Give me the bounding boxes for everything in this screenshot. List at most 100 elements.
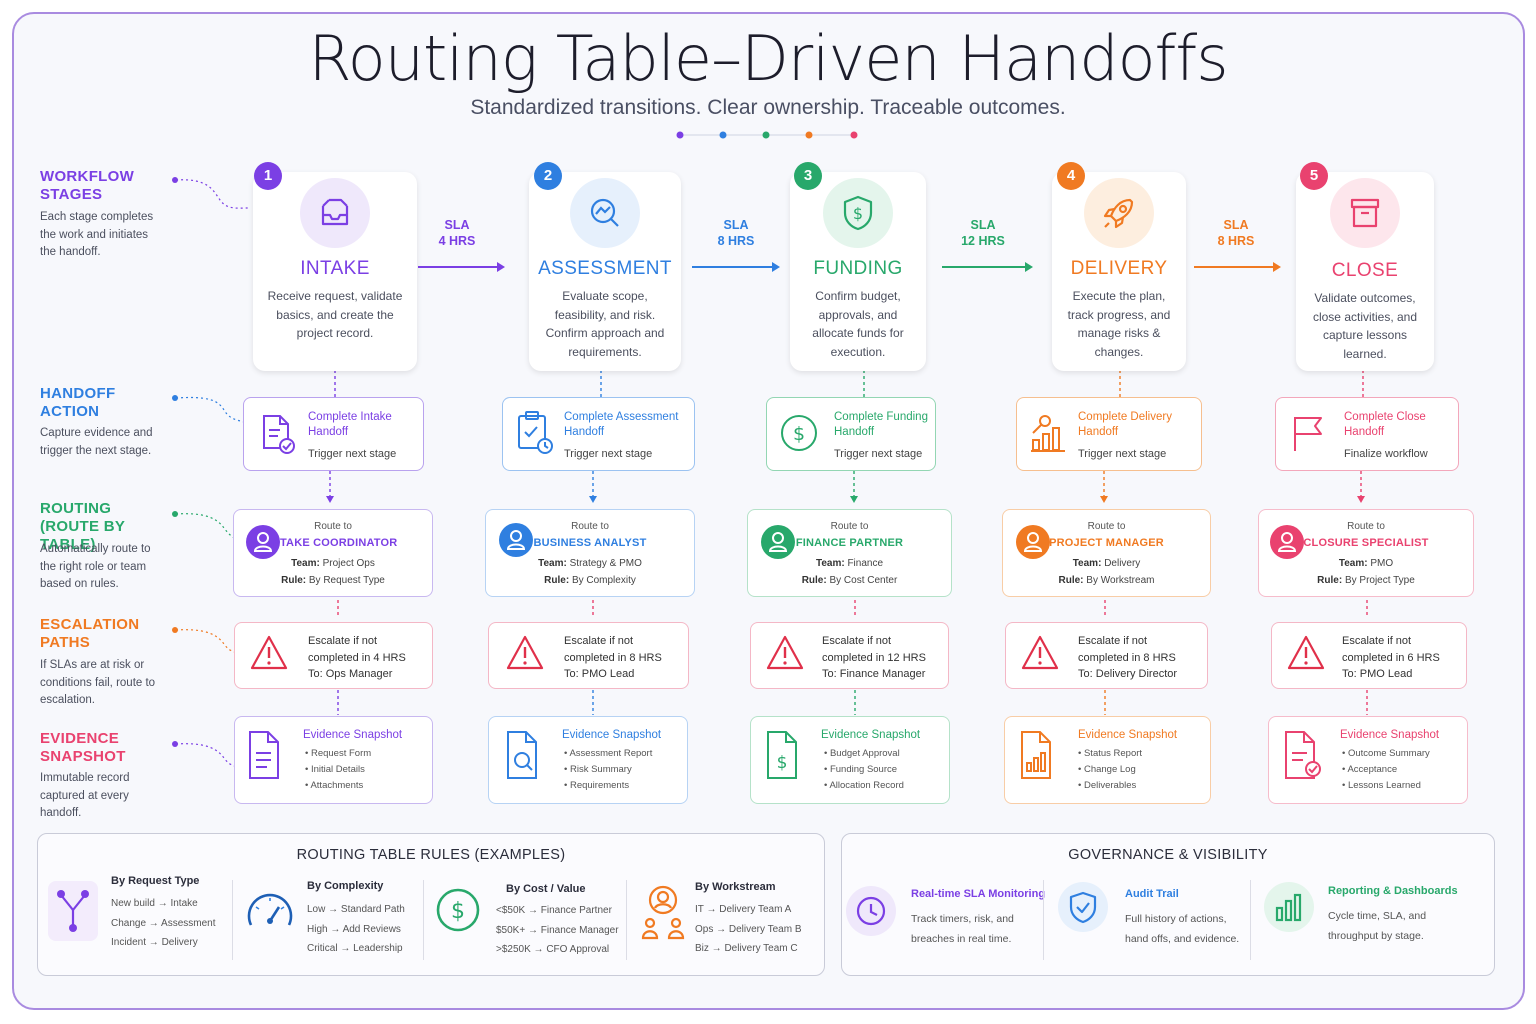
stage-card-funding[interactable]: $ FUNDING Confirm budget, approvals, and…: [790, 172, 926, 371]
progress-dots: [676, 131, 858, 139]
evidence-box-intake[interactable]: Evidence Snapshot • Request Form • Initi…: [234, 716, 433, 804]
document-dollar-icon: $: [767, 731, 797, 779]
flag-icon: [1294, 417, 1322, 451]
route-label: Route to: [314, 521, 352, 532]
stage-card-delivery[interactable]: DELIVERY Execute the plan, track progres…: [1052, 172, 1186, 371]
handoff-subtitle: Trigger next stage: [834, 448, 923, 460]
handoff-box-intake[interactable]: Complete Intake Handoff Trigger next sta…: [243, 397, 424, 471]
route-role: INTAKE COORDINATOR: [268, 537, 398, 549]
stage-description: Confirm budget, approvals, and allocate …: [812, 289, 904, 359]
escalation-target: To: Ops Manager: [308, 668, 393, 680]
evidence-box-delivery[interactable]: Evidence Snapshot • Status Report • Chan…: [1004, 716, 1211, 804]
handoff-box-delivery[interactable]: Complete Delivery Handoff Trigger next s…: [1016, 397, 1202, 471]
panel-title: GOVERNANCE & VISIBILITY: [1068, 847, 1268, 863]
escalation-target: To: PMO Lead: [564, 668, 635, 680]
stage-flow-arrows: [418, 262, 1281, 272]
governance-panel: GOVERNANCE & VISIBILITY: [841, 833, 1495, 976]
label-workflow-stages-text: Each stage completes the work and initia…: [40, 211, 154, 258]
person-icon: [1016, 525, 1050, 559]
team-icon: [641, 885, 685, 940]
escalation-box-intake[interactable]: Escalate if not completed in 4 HRS To: O…: [234, 622, 433, 689]
evidence-box-assessment[interactable]: Evidence Snapshot • Assessment Report • …: [488, 716, 688, 804]
page-title: Routing Table–Driven Handoffs: [308, 22, 1228, 95]
route-team: Team: Finance: [815, 558, 884, 569]
warning-icon: [1021, 635, 1059, 670]
governance-heading: Audit Trail: [1125, 888, 1179, 900]
route-box-assessment[interactable]: Route to BUSINESS ANALYST Team: Strategy…: [485, 509, 695, 597]
handoff-subtitle: Trigger next stage: [564, 448, 653, 460]
evidence-item: • Funding Source: [824, 764, 898, 775]
rule-heading: By Request Type: [111, 875, 200, 887]
route-team: Team: Delivery: [1072, 558, 1141, 569]
rocket-icon: [1084, 178, 1154, 248]
escalation-text: Escalate if not completed in 12 HRS: [822, 635, 926, 664]
gauge-icon: [247, 893, 293, 926]
dollar-circle-icon: $: [781, 415, 817, 451]
rule-heading: By Workstream: [695, 881, 776, 893]
chart-growth-icon: [1031, 415, 1065, 452]
route-team: Team: Strategy & PMO: [538, 558, 642, 569]
escalation-box-assessment[interactable]: Escalate if not completed in 8 HRS To: P…: [488, 622, 689, 689]
label-workflow-stages: WORKFLOW STAGES: [40, 168, 135, 203]
escalation-box-close[interactable]: Escalate if not completed in 6 HRS To: P…: [1271, 622, 1467, 689]
escalation-text: Escalate if not completed in 4 HRS: [308, 635, 406, 664]
rule-heading: By Complexity: [307, 880, 384, 892]
divider: [626, 880, 627, 960]
svg-text:$: $: [793, 423, 805, 445]
evidence-title: Evidence Snapshot: [1078, 729, 1178, 741]
route-label: Route to: [571, 521, 609, 532]
handoff-title: Complete Delivery Handoff: [1078, 411, 1172, 438]
person-icon: [499, 523, 533, 557]
evidence-box-funding[interactable]: $ Evidence Snapshot • Budget Approval • …: [750, 716, 950, 804]
warning-icon: [250, 635, 288, 670]
route-rule: Rule: By Workstream: [1058, 575, 1155, 586]
escalation-box-funding[interactable]: Escalate if not completed in 12 HRS To: …: [750, 622, 949, 689]
warning-icon: [506, 635, 544, 670]
document-check-icon: [263, 415, 295, 454]
document-chart-icon: [1021, 731, 1051, 779]
escalation-box-delivery[interactable]: Escalate if not completed in 8 HRS To: D…: [1005, 622, 1208, 689]
label-evidence-text: Immutable record captured at every hando…: [40, 772, 130, 819]
evidence-item: • Initial Details: [305, 764, 365, 775]
label-handoff-action-text: Capture evidence and trigger the next st…: [40, 427, 153, 457]
evidence-item: • Risk Summary: [564, 764, 632, 775]
route-team: Team: Project Ops: [291, 558, 375, 569]
stage-card-close[interactable]: CLOSE Validate outcomes, close activitie…: [1296, 172, 1434, 371]
route-box-funding[interactable]: Route to FINANCE PARTNER Team: Finance R…: [747, 509, 952, 597]
stage-number-badge: 3: [794, 162, 822, 190]
route-rule: Rule: By Cost Center: [801, 575, 898, 586]
handoff-box-assessment[interactable]: Complete Assessment Handoff Trigger next…: [502, 397, 695, 471]
label-routing: ROUTING (ROUTE BY TABLE): [40, 500, 125, 553]
route-box-close[interactable]: Route to CLOSURE SPECIALIST Team: PMO Ru…: [1258, 509, 1474, 597]
divider: [232, 880, 233, 960]
governance-heading: Real-time SLA Monitoring: [911, 888, 1046, 900]
handoff-subtitle: Trigger next stage: [308, 448, 397, 460]
svg-text:$: $: [777, 753, 788, 773]
governance-text: Full history of actions, hand offs, and …: [1125, 913, 1240, 945]
label-routing-text: Automatically route to the right role or…: [40, 543, 151, 590]
magnifier-chart-icon: [570, 178, 640, 248]
handoff-subtitle: Finalize workflow: [1344, 448, 1428, 460]
route-box-delivery[interactable]: Route to PROJECT MANAGER Team: Delivery …: [1002, 509, 1211, 597]
handoff-subtitle: Trigger next stage: [1078, 448, 1167, 460]
label-evidence-snapshot: EVIDENCE SNAPSHOT: [40, 730, 126, 765]
route-box-intake[interactable]: Route to INTAKE COORDINATOR Team: Projec…: [233, 509, 433, 597]
stage-number-badge: 2: [534, 162, 562, 190]
person-icon: [246, 525, 280, 559]
divider: [1043, 880, 1044, 960]
evidence-item: • Outcome Summary: [1342, 748, 1430, 759]
route-label: Route to: [830, 521, 869, 532]
stage-card-intake[interactable]: INTAKE Receive request, validate basics,…: [253, 172, 417, 371]
bar-chart-icon: [1264, 882, 1314, 932]
route-team: Team: PMO: [1338, 558, 1394, 569]
handoff-box-close[interactable]: Complete Close Handoff Finalize workflow: [1275, 397, 1459, 471]
evidence-box-close[interactable]: Evidence Snapshot • Outcome Summary • Ac…: [1268, 716, 1468, 804]
governance-text: Track timers, risk, and breaches in real…: [911, 913, 1014, 945]
handoff-box-funding[interactable]: $ Complete Funding Handoff Trigger next …: [766, 397, 936, 471]
stage-card-assessment[interactable]: ASSESSMENT Evaluate scope, feasibility, …: [529, 172, 681, 371]
governance-text: Cycle time, SLA, and throughput by stage…: [1328, 910, 1427, 942]
